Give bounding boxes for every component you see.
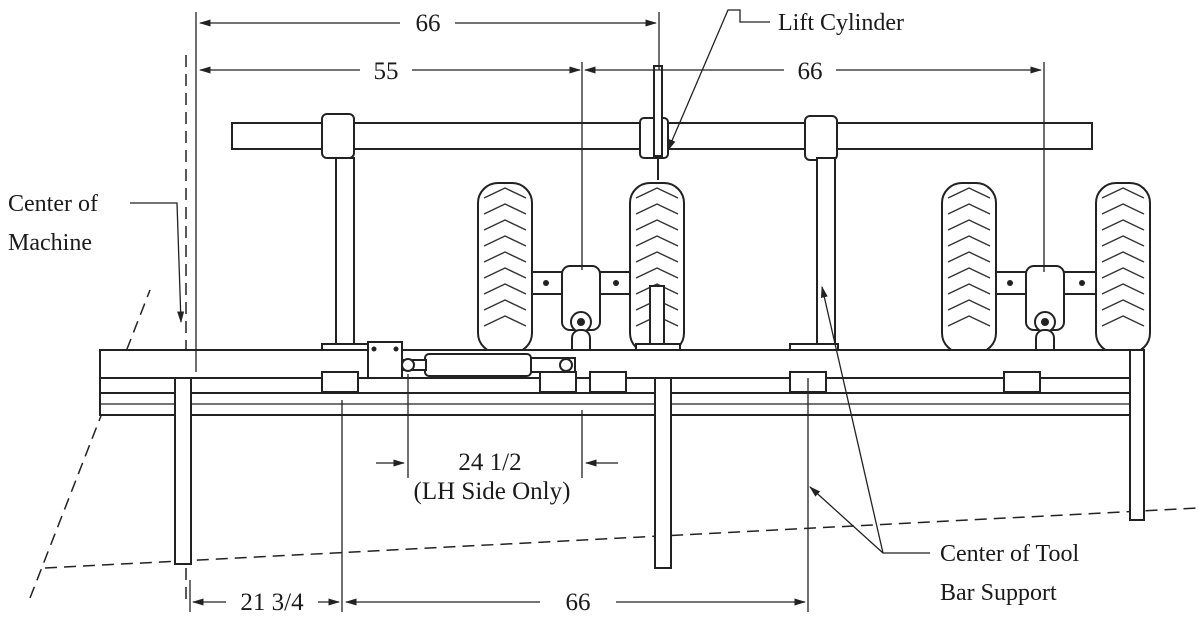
tires	[477, 182, 1151, 354]
dim-top-55: 55	[374, 58, 399, 85]
label-center-toolbar-1: Center of Tool	[940, 541, 1080, 567]
dim-lh-side-only: (LH Side Only)	[414, 478, 571, 505]
ground-lines	[29, 289, 1199, 599]
upper-clamps	[321, 65, 838, 180]
dim-24-1-2: 24 1/2	[458, 449, 521, 476]
toolbar-support-posts	[321, 157, 839, 353]
label-lift-cylinder: Lift Cylinder	[778, 10, 904, 36]
frame-legs	[174, 349, 1145, 569]
dimension-lines	[189, 12, 1045, 612]
label-center-machine-1: Center of	[8, 191, 98, 217]
wheel-brackets	[531, 271, 1097, 295]
label-center-toolbar-2: Bar Support	[940, 580, 1057, 606]
dim-top-66-right: 66	[798, 58, 823, 85]
callout-leaders	[130, 9, 930, 554]
front-frame	[99, 377, 1141, 416]
dim-top-66-left: 66	[416, 10, 441, 37]
dim-bottom-66: 66	[566, 589, 591, 616]
label-center-machine-2: Machine	[8, 230, 92, 256]
dim-21-3-4: 21 3/4	[240, 589, 304, 616]
